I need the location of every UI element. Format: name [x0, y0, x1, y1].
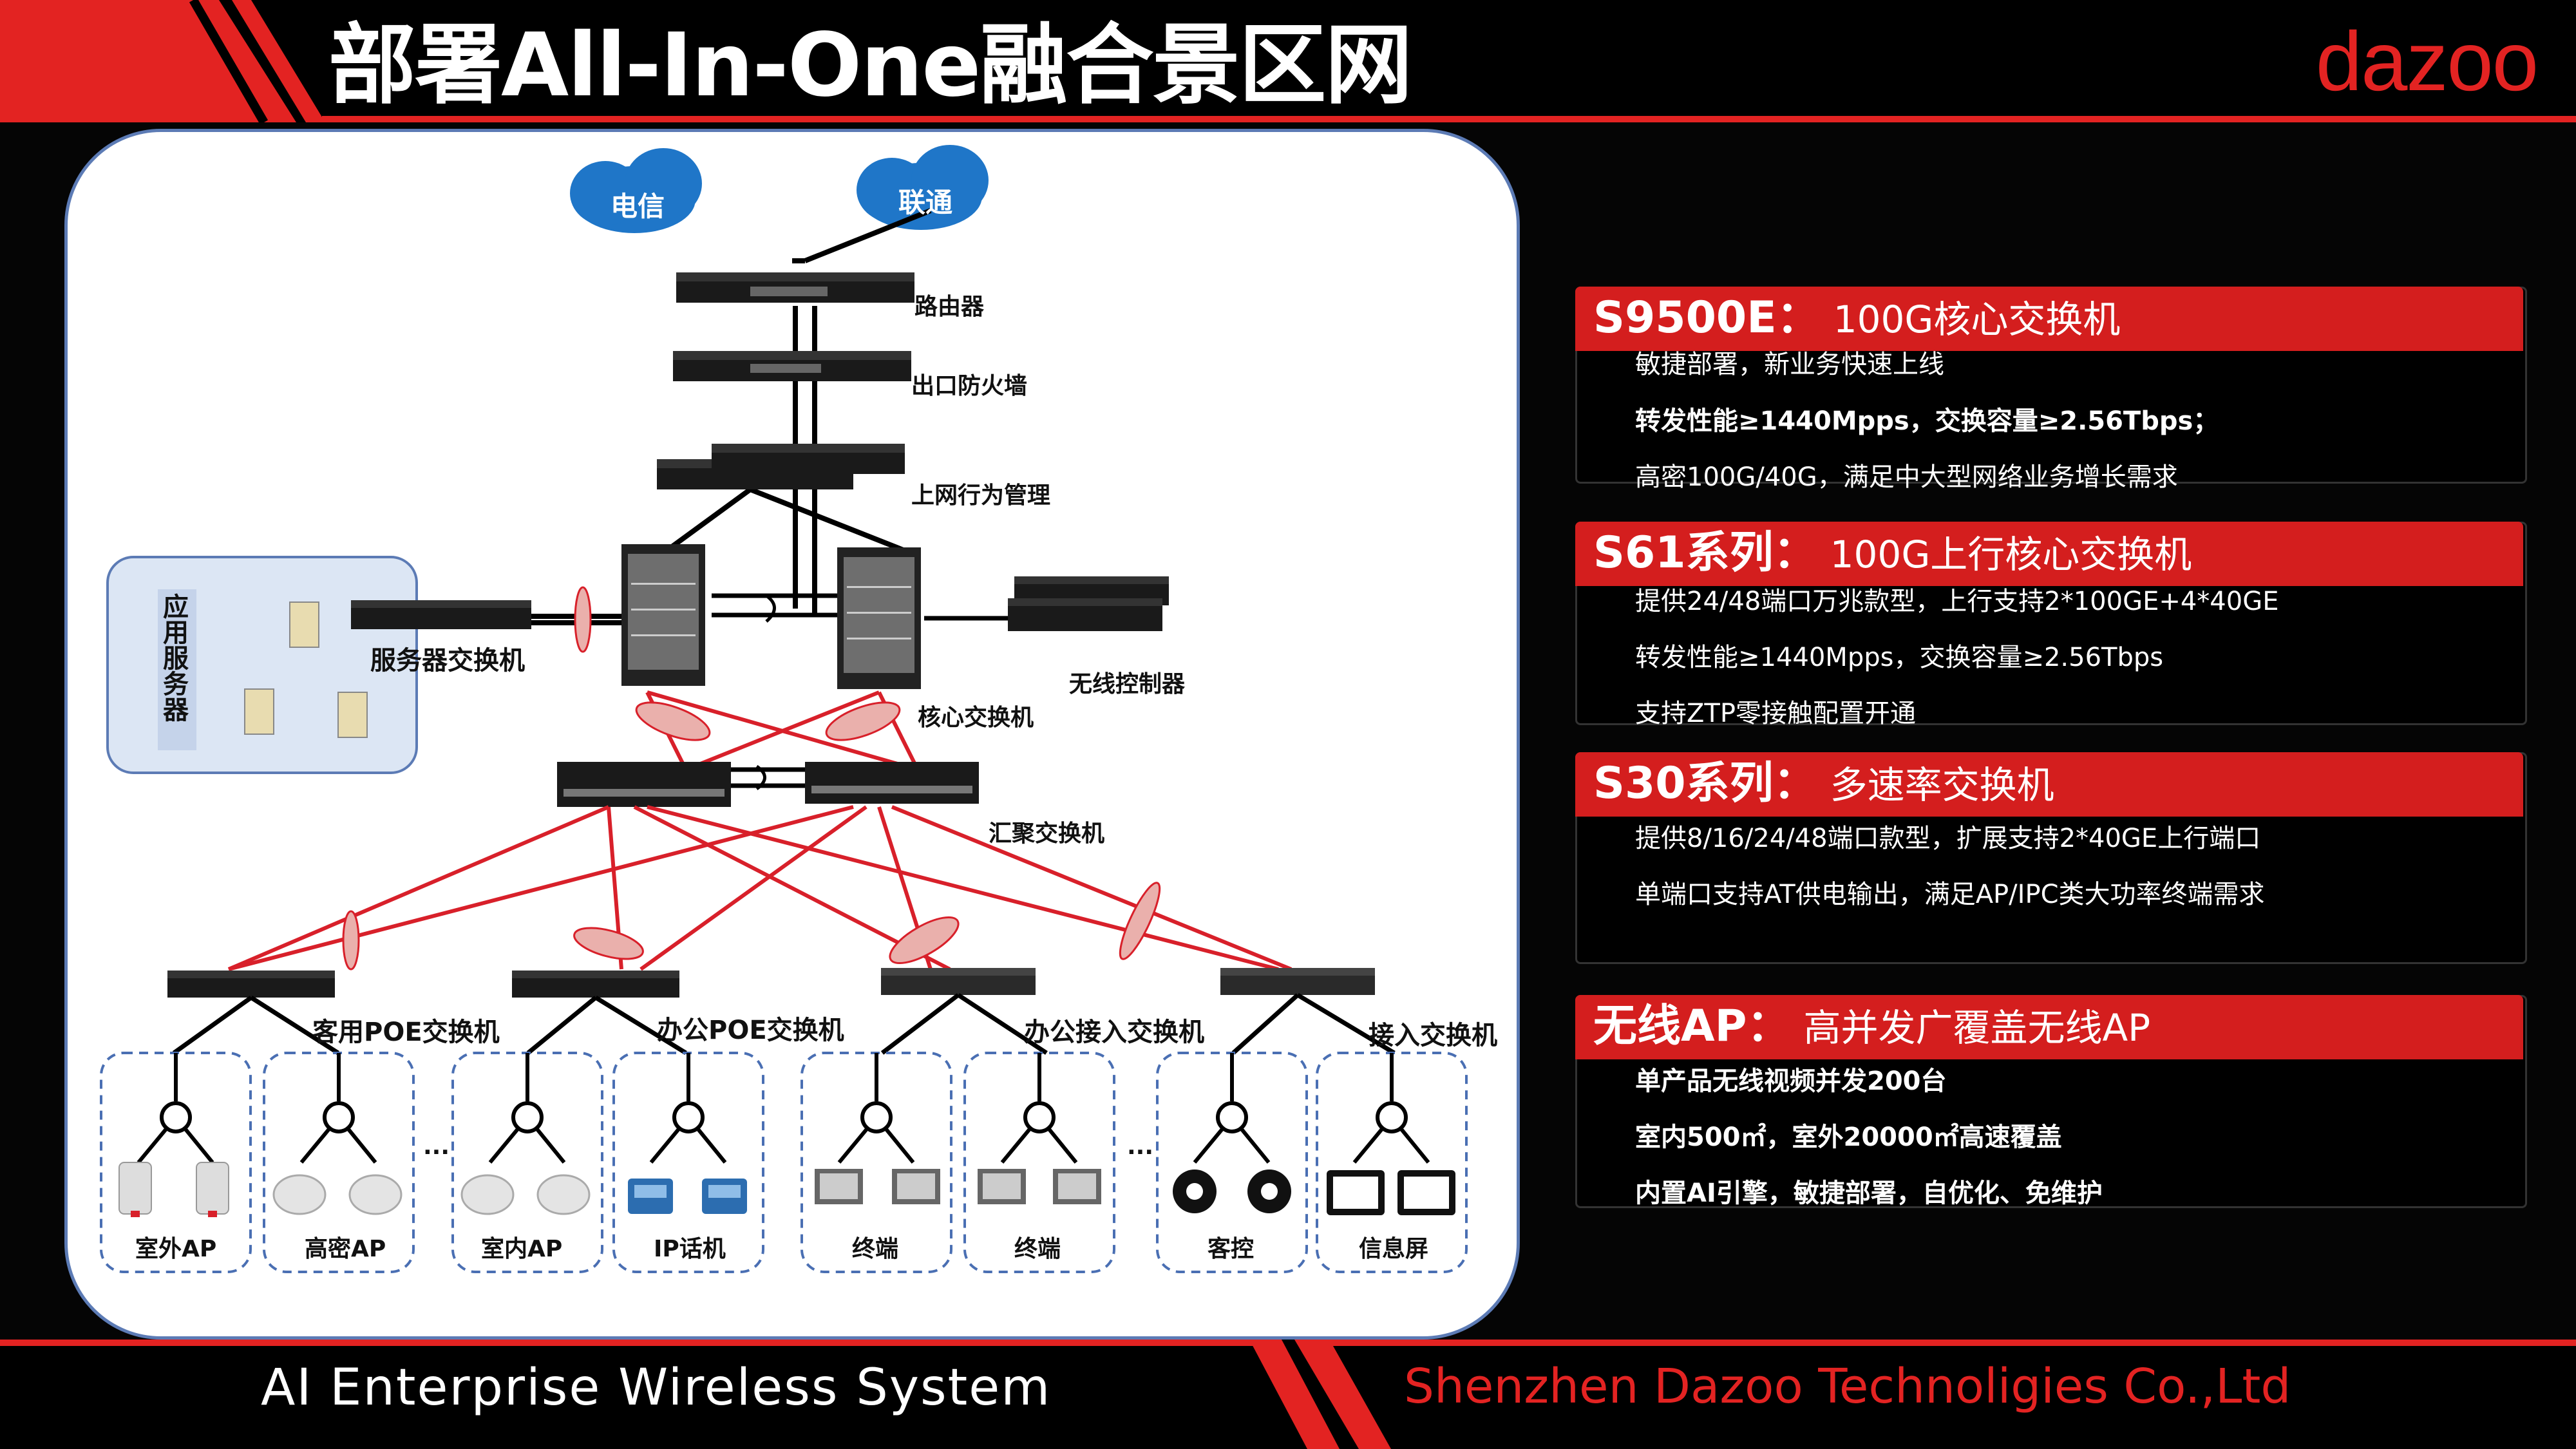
- product-card-header: 无线AP： 高并发广覆盖无线AP: [1575, 995, 2523, 1059]
- brand-logo: dazoo: [2315, 14, 2539, 108]
- outdoor-ap-icon: [118, 1162, 229, 1217]
- product-card-header: S61系列： 100G上行核心交换机: [1575, 522, 2523, 586]
- endpoint-label: 客控: [1208, 1236, 1255, 1262]
- network-diagram-panel: 电信 联通 路由器 出口防火墙 上网行为管理 应用服务器 服务器交换机 核心交换…: [64, 129, 1520, 1340]
- ellipsis-label: ...: [1127, 1133, 1154, 1160]
- endpoint-label: 高密AP: [305, 1236, 386, 1262]
- guest-poe-label: 客用POE交换机: [312, 1018, 500, 1047]
- core-switch-icon: [621, 544, 705, 686]
- cloud-icon: [570, 148, 702, 233]
- aggregation-switch-icon: [557, 762, 731, 807]
- gear-icon: [1173, 1170, 1291, 1213]
- product-name: S61系列：: [1593, 527, 1817, 578]
- product-bullet: 敏捷部署，新业务快速上线: [1635, 350, 1944, 379]
- product-card-header: S9500E： 100G核心交换机: [1575, 287, 2523, 351]
- high-density-ap-icon: [272, 1174, 402, 1215]
- display-screen-icon: [1327, 1170, 1455, 1215]
- terminal-icon: [815, 1169, 940, 1204]
- aggregation-label: 汇聚交换机: [989, 820, 1105, 847]
- product-bullet: 转发性能≥1440Mpps，交换容量≥2.56Tbps；: [1635, 406, 2219, 436]
- product-bullet: 转发性能≥1440Mpps，交换容量≥2.56Tbps: [1635, 643, 2164, 672]
- app-servers-label: 应用服务器: [163, 592, 189, 725]
- cloud-label: 联通: [898, 187, 953, 218]
- product-bullet: 内置AI引擎，敏捷部署，自优化、免维护: [1635, 1179, 2103, 1208]
- access-label: 接入交换机: [1368, 1021, 1497, 1050]
- product-bullet: 支持ZTP零接触配置开通: [1635, 699, 1916, 728]
- wireless-controller-icon: [1008, 576, 1169, 631]
- product-desc: 100G核心交换机: [1833, 298, 2121, 341]
- product-bullet: 单产品无线视频并发200台: [1635, 1066, 1947, 1096]
- router-label: 路由器: [914, 294, 985, 320]
- office-poe-label: 办公POE交换机: [657, 1016, 844, 1045]
- endpoint-label: 终端: [852, 1236, 899, 1262]
- product-bullet: 室内500㎡，室外20000㎡高速覆盖: [1635, 1122, 2062, 1152]
- cloud-icon: [857, 145, 989, 230]
- product-card-header: S30系列： 多速率交换机: [1575, 752, 2523, 817]
- footer-company: Shenzhen Dazoo Technoligies Co.,Ltd: [1404, 1359, 2291, 1414]
- router-icon: [676, 272, 914, 303]
- server-switch-label: 服务器交换机: [370, 646, 525, 676]
- ip-phone-icon: [628, 1179, 747, 1214]
- wlc-label: 无线控制器: [1069, 671, 1186, 697]
- product-bullet: 提供8/16/24/48端口款型，扩展支持2*40GE上行端口: [1635, 824, 2261, 853]
- ellipsis-label: ...: [423, 1133, 450, 1160]
- aggregation-switch-icon: [805, 762, 979, 804]
- page-title: 部署All-In-One融合景区网: [328, 15, 1412, 117]
- product-card: S30系列： 多速率交换机 提供8/16/24/48端口款型，扩展支持2*40GE…: [1575, 752, 2527, 964]
- server-switch-icon: [351, 600, 531, 629]
- behavior-mgmt-label: 上网行为管理: [911, 482, 1051, 509]
- terminal-icon: [978, 1169, 1101, 1204]
- header-bar: [0, 0, 2576, 122]
- firewall-icon: [673, 351, 911, 381]
- product-desc: 多速率交换机: [1830, 763, 2054, 807]
- product-bullet: 单端口支持AT供电输出，满足AP/IPC类大功率终端需求: [1635, 880, 2265, 909]
- endpoint-label: 室内AP: [481, 1236, 563, 1262]
- header-decoration: [0, 0, 2576, 122]
- product-bullet: 高密100G/40G，满足中大型网络业务增长需求: [1635, 462, 2178, 492]
- endpoint-label: 信息屏: [1359, 1236, 1429, 1262]
- product-name: S9500E：: [1593, 292, 1821, 343]
- product-card: S61系列： 100G上行核心交换机 提供24/48端口万兆款型，上行支持2*10…: [1575, 522, 2527, 728]
- product-name: 无线AP：: [1593, 1001, 1791, 1052]
- product-card: 无线AP： 高并发广覆盖无线AP 单产品无线视频并发200台 室内500㎡，室外2…: [1575, 995, 2527, 1208]
- diagram-canvas: [100, 145, 1468, 1273]
- endpoint-label: 终端: [1014, 1236, 1061, 1262]
- endpoint-label: IP话机: [654, 1236, 726, 1262]
- access-switch-icon: [167, 971, 335, 998]
- access-switch-icon: [512, 971, 679, 998]
- footer-tagline: AI Enterprise Wireless System: [261, 1359, 1052, 1417]
- core-switch-label: 核心交换机: [918, 705, 1034, 731]
- product-card: S9500E： 100G核心交换机 敏捷部署，新业务快速上线 转发性能≥1440M…: [1575, 287, 2527, 492]
- office-access-label: 办公接入交换机: [1024, 1018, 1204, 1047]
- endpoint-label: 室外AP: [135, 1236, 217, 1262]
- product-bullet: 提供24/48端口万兆款型，上行支持2*100GE+4*40GE: [1635, 587, 2279, 616]
- product-desc: 100G上行核心交换机: [1830, 533, 2192, 576]
- product-name: S30系列：: [1593, 758, 1817, 809]
- footer-decoration: [0, 1340, 2576, 1449]
- server-icon: [244, 601, 368, 738]
- firewall-label: 出口防火墙: [911, 373, 1028, 399]
- cloud-label: 电信: [611, 191, 665, 222]
- behavior-mgmt-icon: [657, 444, 905, 489]
- core-switch-icon: [837, 547, 921, 689]
- access-switch-icon: [1220, 968, 1375, 995]
- product-desc: 高并发广覆盖无线AP: [1803, 1006, 2151, 1050]
- footer-bar: [0, 1340, 2576, 1449]
- access-switch-icon: [881, 968, 1036, 995]
- indoor-ap-icon: [460, 1174, 591, 1215]
